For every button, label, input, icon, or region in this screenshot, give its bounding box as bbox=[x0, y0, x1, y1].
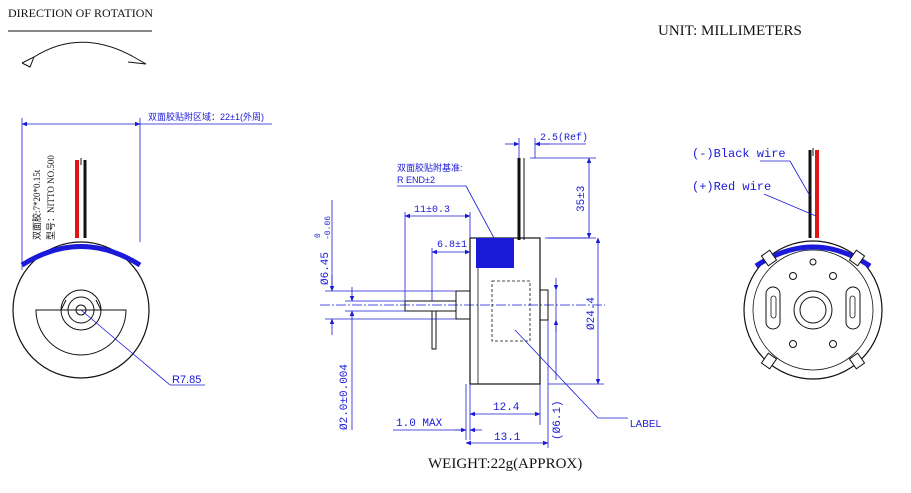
tape-spec-note: 双面胶:7*20*0.15t bbox=[31, 169, 42, 240]
dim-124-label: 12.4 bbox=[493, 402, 520, 414]
dim-shaft-label: Ø2.0±0.004 bbox=[339, 364, 351, 430]
black-wire-label: (-)Black wire bbox=[692, 147, 786, 161]
label-area bbox=[491, 280, 531, 342]
tape-model-note: 型号：NITTO NO.500 bbox=[46, 155, 56, 240]
ref-dim-label: 2.5(Ref) bbox=[540, 132, 588, 144]
dim-645-tol-bot: -0.06 bbox=[324, 216, 333, 240]
tape-ref-line2: R END±2 bbox=[397, 175, 435, 185]
dim-boss-label: (Ø6.1) bbox=[552, 400, 564, 440]
tape-region-note: 双面胶贴附区域：22±1(外周) bbox=[148, 111, 264, 122]
dim-11-label: 11±0.3 bbox=[414, 205, 450, 216]
dim-645-tol-top: 0 bbox=[314, 233, 323, 238]
dim-645-label: Ø6.45 bbox=[320, 252, 332, 285]
dim-131-label: 13.1 bbox=[494, 432, 521, 444]
label-callout: LABEL bbox=[630, 419, 662, 430]
radius-label: R7.85 bbox=[172, 374, 201, 386]
unit-label: UNIT: MILLIMETERS bbox=[658, 23, 802, 39]
rotation-legend: DIRECTION OF ROTATION bbox=[8, 6, 153, 68]
dim-68-label: 6.8±1 bbox=[437, 240, 467, 251]
tape-ref-line1: 双面胶贴附基准: bbox=[397, 162, 463, 173]
rotation-arrow-icon bbox=[21, 41, 147, 68]
tape-block bbox=[476, 238, 514, 268]
weight-label: WEIGHT:22g(APPROX) bbox=[428, 456, 582, 472]
side-view: 2.5(Ref) 35±3 双面胶贴附基准: R END±2 11±0.3 6.… bbox=[314, 132, 662, 472]
left-end-view: 双面胶:7*20*0.15t 型号：NITTO NO.500 双面胶贴附区域：2… bbox=[12, 111, 272, 386]
tape-band bbox=[20, 244, 142, 268]
dim-max-label: 1.0 MAX bbox=[396, 418, 443, 430]
rotation-title: DIRECTION OF ROTATION bbox=[8, 6, 153, 20]
red-wire-label: (+)Red wire bbox=[692, 180, 771, 194]
lead-length-label: 35±3 bbox=[576, 186, 588, 212]
dim-body-label: Ø24.4 bbox=[586, 297, 598, 330]
right-end-view: (-)Black wire (+)Red wire bbox=[692, 147, 883, 380]
